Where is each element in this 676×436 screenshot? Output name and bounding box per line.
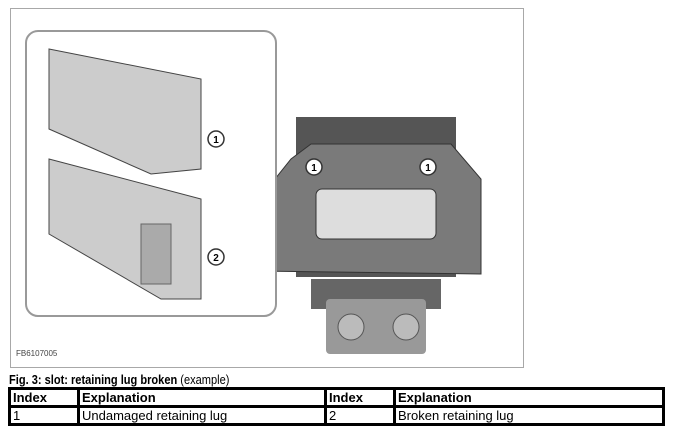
header-index: Index bbox=[8, 387, 80, 408]
header-explanation: Explanation bbox=[393, 387, 665, 408]
callout-1: 1 bbox=[213, 135, 219, 146]
cell-index: 2 bbox=[324, 405, 396, 426]
callout-1: 1 bbox=[311, 163, 317, 174]
illustration-drawing: 1 1 1 2 bbox=[25, 30, 482, 354]
callout-1: 1 bbox=[425, 163, 431, 174]
figure-id: FB6107005 bbox=[16, 349, 58, 358]
header-explanation: Explanation bbox=[77, 387, 327, 408]
table-row: 1 Undamaged retaining lug 2 Broken retai… bbox=[8, 405, 665, 426]
callout-2: 2 bbox=[213, 253, 219, 264]
figure-caption: Fig. 3: slot: retaining lug broken (exam… bbox=[9, 372, 229, 387]
cell-explanation: Broken retaining lug bbox=[393, 405, 665, 426]
header-index: Index bbox=[324, 387, 396, 408]
figure-illustration: 1 1 1 2 FB6107005 bbox=[10, 8, 524, 368]
index-table: Index Explanation Index Explanation 1 Un… bbox=[8, 387, 665, 426]
caption-note: (example) bbox=[180, 372, 230, 387]
cell-explanation: Undamaged retaining lug bbox=[77, 405, 327, 426]
cell-index: 1 bbox=[8, 405, 80, 426]
caption-title: Fig. 3: slot: retaining lug broken bbox=[9, 372, 178, 387]
table-header-row: Index Explanation Index Explanation bbox=[8, 387, 665, 408]
